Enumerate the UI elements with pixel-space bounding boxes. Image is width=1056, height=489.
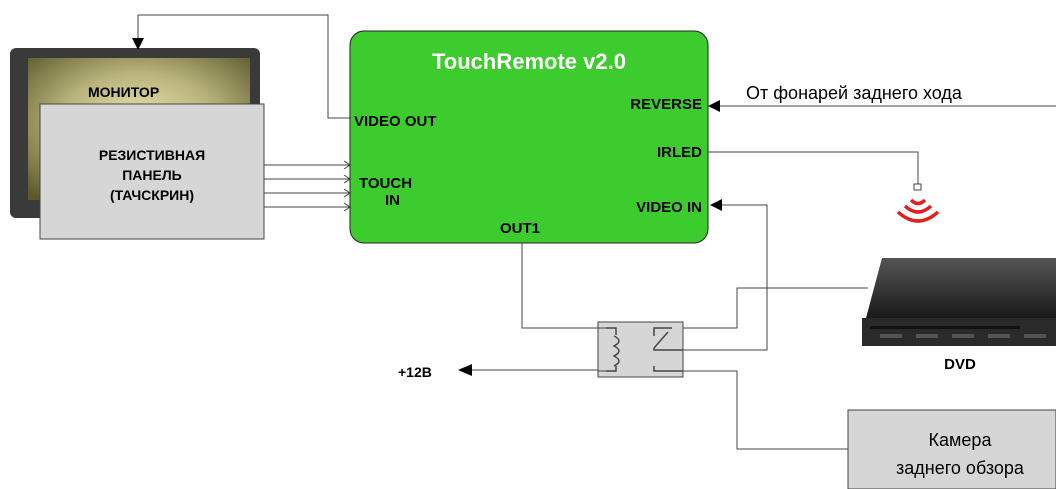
relay-coil-icon: [612, 335, 620, 367]
dvd-player: DVD: [862, 258, 1056, 373]
port-video-out: VIDEO OUT: [354, 113, 437, 130]
dvd-label: DVD: [944, 356, 976, 373]
camera-line-2: заднего обзора: [896, 458, 1025, 478]
camera-box: [847, 409, 1056, 489]
dvd-front: [862, 318, 1056, 346]
dvd-top: [866, 258, 1056, 318]
reverse-source-label: От фонарей заднего хода: [746, 83, 963, 103]
out1-wire: [521, 243, 598, 329]
port-video-in: VIDEO IN: [636, 199, 702, 216]
relay: [597, 321, 684, 378]
port-out1: OUT1: [500, 220, 540, 237]
panel-line-1: РЕЗИСТИВНАЯ: [99, 147, 205, 163]
port-in: IN: [385, 192, 400, 209]
reverse-wire: От фонарей заднего хода: [708, 83, 1056, 112]
camera-line-1: Камера: [929, 430, 993, 450]
port-irled: IRLED: [657, 144, 702, 161]
power-label: +12В: [398, 364, 432, 380]
monitor-label: МОНИТОР: [88, 84, 159, 100]
irled-wire: [708, 151, 940, 223]
power-wire: +12В: [398, 364, 598, 380]
port-reverse: REVERSE: [630, 96, 702, 113]
rear-camera: Камера заднего обзора: [847, 409, 1056, 489]
touchremote-controller: TouchRemote v2.0 VIDEO OUT TOUCH IN OUT1…: [349, 30, 709, 244]
video-in-wire: [683, 199, 768, 351]
controller-box: [349, 30, 709, 244]
ir-waves-icon: [896, 198, 940, 223]
controller-title: TouchRemote v2.0: [432, 49, 626, 74]
video-out-wire: [132, 14, 350, 119]
panel-line-3: (ТАЧСКРИН): [110, 187, 194, 203]
panel-line-2: ПАНЕЛЬ: [122, 167, 182, 183]
relay-switch-icon: [653, 331, 669, 349]
resistive-panel: РЕЗИСТИВНАЯ ПАНЕЛЬ (ТАЧСКРИН): [39, 103, 265, 240]
touch-wires: [264, 160, 351, 212]
panel-box: [39, 103, 265, 240]
dvd-wire: [683, 287, 868, 329]
camera-wire: [683, 370, 848, 450]
port-touch: TOUCH: [359, 175, 412, 192]
ir-emitter-icon: [913, 183, 922, 191]
